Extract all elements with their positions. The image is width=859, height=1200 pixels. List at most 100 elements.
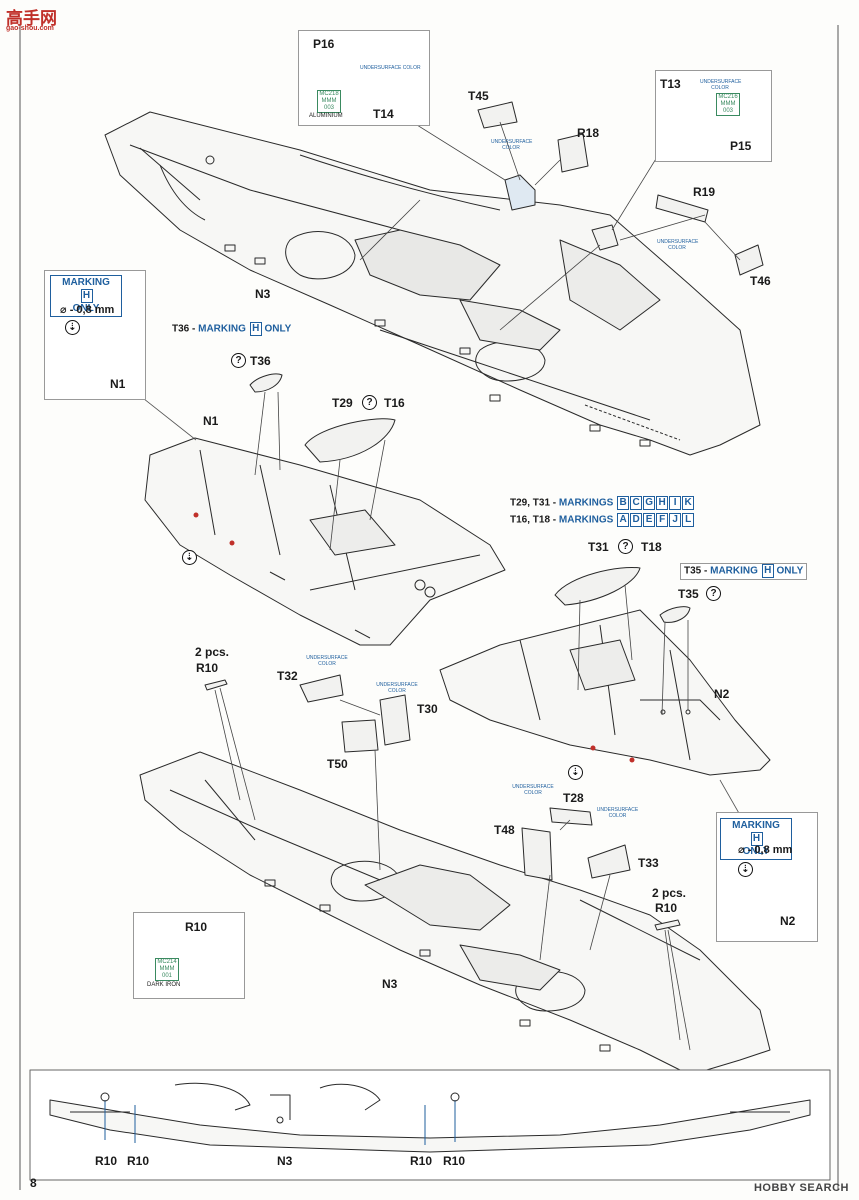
n1-marking-badge: MARKING H ONLY xyxy=(50,275,122,317)
bottom-label-r10-2: R10 xyxy=(127,1154,150,1168)
n2-diameter: ⌀ - 0,8 mm xyxy=(738,845,792,856)
r10-inset xyxy=(133,912,245,999)
label-t31: T31 xyxy=(588,540,609,554)
paint-brand: MMM xyxy=(159,966,175,972)
label-t16: T16 xyxy=(384,396,405,410)
label-n1-wing: N1 xyxy=(203,414,219,428)
badge-only: ONLY xyxy=(72,303,100,314)
canopy-t36 xyxy=(249,373,283,393)
drill-size: - 0,8 mm xyxy=(69,304,115,316)
canopy-t29-t16 xyxy=(304,418,396,463)
label-r10-c: R10 xyxy=(185,920,208,934)
wing-n2 xyxy=(439,609,771,776)
mark-letter: H xyxy=(761,564,774,578)
site-url: gao-shou.com xyxy=(6,25,54,32)
part-t50 xyxy=(341,719,379,753)
label-t32: T32 xyxy=(277,669,298,683)
badge-word: MARKING xyxy=(732,820,780,831)
lower-wing-n3 xyxy=(139,751,771,1076)
row2-letter: F xyxy=(656,513,669,527)
row2-letter: E xyxy=(643,513,656,527)
part-t33 xyxy=(587,844,631,879)
row2-letter: L xyxy=(682,513,695,527)
n1-diameter: ⌀ - 0,8 mm xyxy=(60,305,114,316)
label-n2-box: N2 xyxy=(780,914,796,928)
note-undersurface-8: UNDERSURFACE COLOR xyxy=(596,807,639,819)
t36-marking-note: T36 - MARKING H ONLY xyxy=(172,322,291,337)
label-r10-b: R10 xyxy=(655,901,678,915)
mark-word: MARKING xyxy=(198,323,246,335)
mark-only: ONLY xyxy=(264,323,292,335)
label-t45: T45 xyxy=(468,89,489,103)
label-t28: T28 xyxy=(563,791,584,805)
part-bay-insert xyxy=(504,174,619,251)
label-t18: T18 xyxy=(641,540,662,554)
label-p16: P16 xyxy=(313,37,335,51)
label-t46: T46 xyxy=(750,274,771,288)
bottom-label-n3: N3 xyxy=(277,1154,293,1168)
wing-n1 xyxy=(144,437,506,646)
mark-prefix: T35 - xyxy=(684,565,711,577)
diameter-symbol: ⌀ xyxy=(738,844,745,856)
question-icon-t29: ? xyxy=(362,395,377,410)
t35-marking-note: T35 - MARKING H ONLY xyxy=(680,563,808,580)
drill-icon-n2: ⇣ xyxy=(738,862,753,877)
row1-word: MARKINGS xyxy=(558,497,614,509)
part-r10-pin-b xyxy=(654,919,681,931)
note-aluminium: ALUMINIUM xyxy=(309,113,343,119)
label-n2-wing: N2 xyxy=(714,687,730,701)
label-n3-top: N3 xyxy=(255,287,271,301)
canopy-t31-t18 xyxy=(554,566,641,606)
bottom-label-r10-4: R10 xyxy=(443,1154,466,1168)
diameter-symbol: ⌀ xyxy=(60,304,67,316)
drill-size: - 0,8 mm xyxy=(747,844,793,856)
site-logo: 高手网 xyxy=(6,9,57,28)
mark-prefix: T36 - xyxy=(172,323,199,335)
note-undersurface-5: UNDERSURFACE COLOR xyxy=(306,655,348,667)
canopy-t35 xyxy=(659,606,691,623)
drill-icon-wing-n2: ⇣ xyxy=(568,765,583,780)
row2-letter: D xyxy=(630,513,643,527)
label-t36: T36 xyxy=(250,354,271,368)
note-undersurface-7: UNDERSURFACE COLOR xyxy=(512,784,554,796)
label-t50: T50 xyxy=(327,757,348,771)
label-p15: P15 xyxy=(730,139,752,153)
note-undersurface-1: UNDERSURFACE COLOR xyxy=(360,65,421,71)
part-t30 xyxy=(379,694,411,746)
part-r19 xyxy=(655,194,709,223)
paint-number: 003 xyxy=(722,108,733,114)
bottom-label-r10-1: R10 xyxy=(95,1154,118,1168)
part-r10-pin-a xyxy=(204,679,228,691)
paint-chip-mc216: MC216 MMM 003 xyxy=(716,93,740,116)
question-icon-t31: ? xyxy=(618,539,633,554)
paint-code: MC216 xyxy=(718,94,738,100)
part-t45 xyxy=(477,101,518,129)
bottom-view-drawing xyxy=(49,1082,811,1153)
label-t30: T30 xyxy=(417,702,438,716)
row1-letter: G xyxy=(643,496,656,510)
label-2pcs-b: 2 pcs. xyxy=(652,886,687,900)
paint-chip-mc214: MC214 MMM 001 xyxy=(155,958,179,981)
mark-word: MARKING xyxy=(710,565,758,577)
label-n1-box: N1 xyxy=(110,377,126,391)
part-t32 xyxy=(299,674,344,703)
drill-icon-n1: ⇣ xyxy=(65,320,80,335)
label-t48: T48 xyxy=(494,823,515,837)
upper-lower-wing-assembly xyxy=(104,111,761,456)
drill-icon-wing-n1: ⇣ xyxy=(182,550,197,565)
label-t13: T13 xyxy=(660,77,681,91)
label-2pcs-a: 2 pcs. xyxy=(195,645,230,659)
paint-brand: MMM xyxy=(720,101,736,107)
note-undersurface-2: UNDERSURFACE COLOR xyxy=(700,79,742,91)
part-t46 xyxy=(734,244,764,276)
note-undersurface-3: UNDERSURFACE COLOR xyxy=(491,139,533,151)
paint-chip-mc218: MC218 MMM 003 xyxy=(317,90,341,113)
part-r18 xyxy=(557,133,589,173)
row1-letter: C xyxy=(630,496,643,510)
watermark-logo: HOBBY SEARCH xyxy=(753,1182,849,1194)
row1-letter: I xyxy=(669,496,682,510)
badge-letter: H xyxy=(80,289,93,303)
